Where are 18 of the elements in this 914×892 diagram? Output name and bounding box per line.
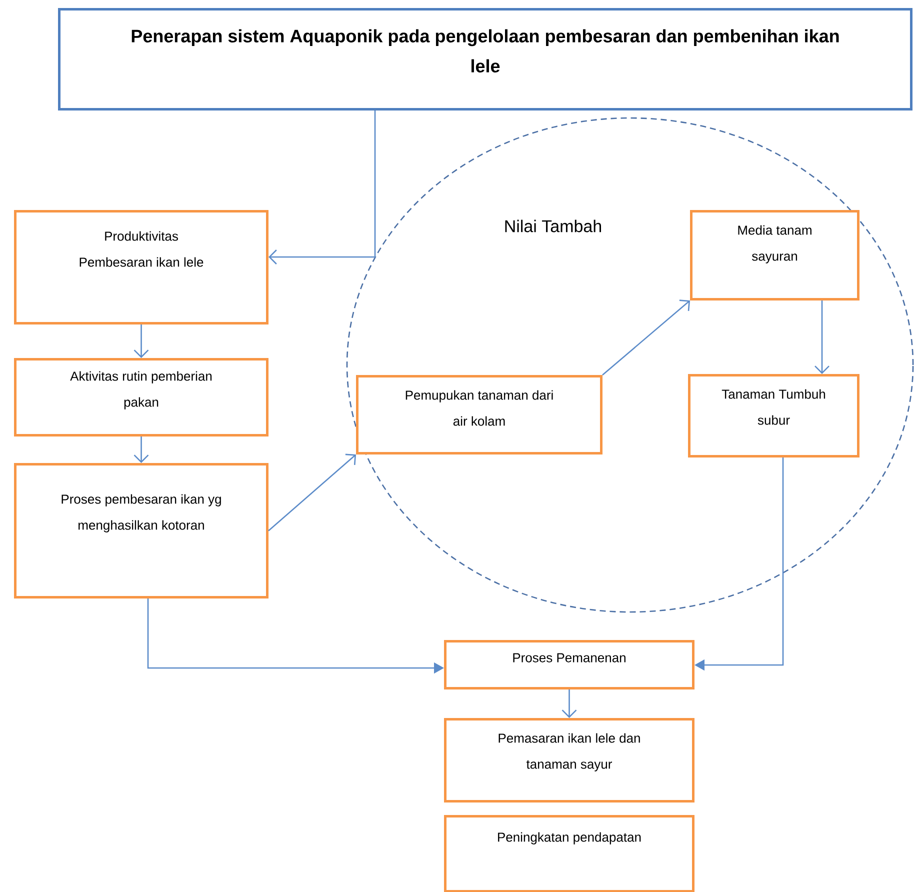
process-box: Peningkatan pendapatan (444, 815, 694, 892)
process-box: Media tanam sayuran (690, 210, 860, 300)
arrow (562, 690, 577, 718)
process-box: Pemupukan tanaman dari air kolam (356, 375, 602, 454)
process-box: Pemasaran ikan lele dan tanaman sayur (444, 718, 694, 802)
arrow (268, 454, 356, 532)
title-box: Penerapan sistem Aquaponik pada pengelolaan pembesaran dan pembenihan ikan lele (58, 8, 912, 110)
process-box: Proses pembesaran ikan yg menghasilkan kotoran (14, 463, 268, 598)
process-box: Aktivitas rutin pemberian pakan (14, 358, 268, 436)
arrow (268, 110, 376, 264)
process-box: Produktivitas Pembesaran ikan lele (14, 210, 268, 324)
arrow (134, 324, 149, 358)
process-box: Tanaman Tumbuh subur (688, 374, 860, 458)
group-label: Nilai Tambah (505, 220, 601, 232)
arrow (602, 300, 690, 376)
process-box: Proses Pemanenan (444, 640, 694, 690)
arrow (134, 436, 149, 463)
arrow (814, 300, 830, 374)
